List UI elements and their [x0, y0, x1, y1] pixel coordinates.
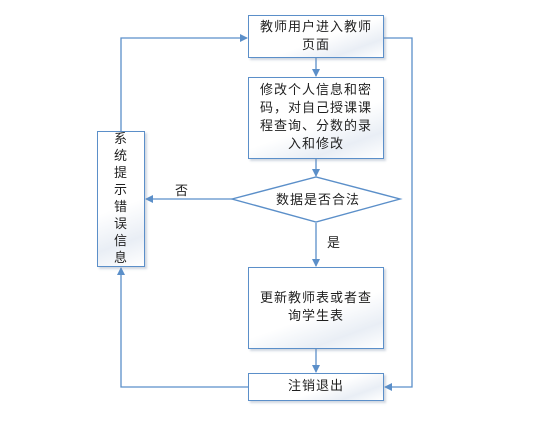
- edge-label-yes: 是: [327, 236, 342, 251]
- decision-label: 数据是否合法: [275, 193, 360, 208]
- node-update-table-text: 更新教师表或者查询学生表: [259, 291, 372, 324]
- node-logout: 注销退出: [248, 373, 384, 401]
- decision-diamond: [229, 176, 403, 223]
- node-error-prompt: 系统提示错误信息: [97, 131, 145, 267]
- edge-logout-to-error: [117, 267, 248, 388]
- node-logout-text: 注销退出: [287, 379, 344, 394]
- edge-label-no: 否: [175, 184, 190, 199]
- edge-enter-to-logout: [384, 37, 413, 391]
- node-enter-teacher-page-text: 教师用户进入教师页面: [259, 19, 372, 53]
- node-modify-info-text: 修改个人信息和密码，对自己授课课程查询、分数的录入和修改: [259, 83, 372, 152]
- node-error-prompt-text: 系统提示错误信息: [113, 132, 128, 266]
- node-enter-teacher-page: 教师用户进入教师页面: [248, 15, 384, 58]
- edge-error-to-enter: [120, 34, 248, 131]
- node-modify-info: 修改个人信息和密码，对自己授课课程查询、分数的录入和修改: [248, 77, 384, 159]
- node-update-table: 更新教师表或者查询学生表: [248, 267, 384, 349]
